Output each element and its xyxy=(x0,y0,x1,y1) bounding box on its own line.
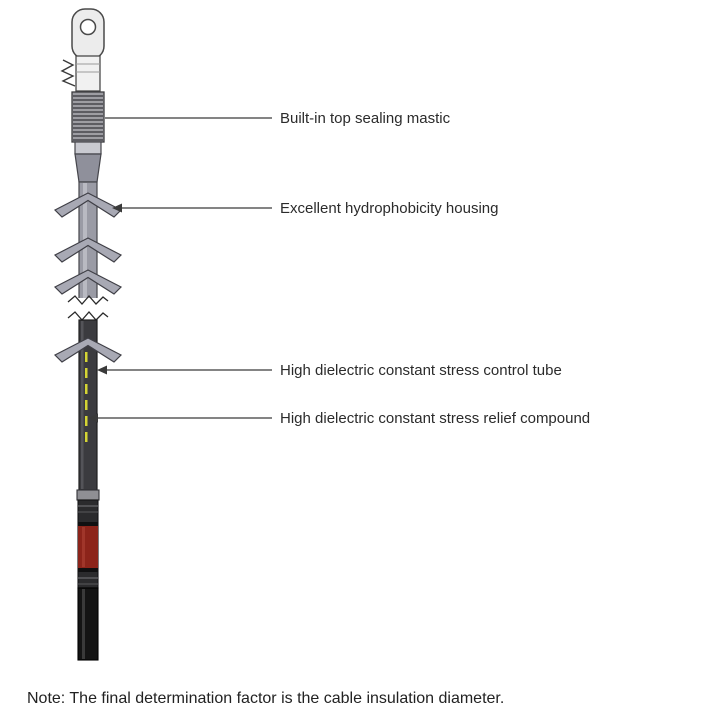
break-cut xyxy=(67,295,109,321)
labels: Built-in top sealing mastic Excellent hy… xyxy=(280,110,590,427)
label-hydrophobicity-housing: Excellent hydrophobicity housing xyxy=(280,200,498,217)
label-sealing-mastic: Built-in top sealing mastic xyxy=(280,110,451,127)
arrowhead-compound xyxy=(88,413,98,423)
terminal-lug xyxy=(71,8,105,92)
sealing-mastic-section xyxy=(71,91,105,143)
arrowhead-housing xyxy=(112,203,122,213)
leader-lines xyxy=(92,117,272,419)
tube-end-ring xyxy=(76,489,100,501)
housing-sheds xyxy=(53,192,123,295)
housing-shed-bottom xyxy=(53,337,123,363)
cable-layers xyxy=(77,499,99,589)
shed-3 xyxy=(53,269,123,295)
housing-neck xyxy=(74,141,102,183)
leader-arrowheads xyxy=(88,203,122,423)
semicon-red-band xyxy=(78,526,98,568)
stress-tube-yellow-marking xyxy=(85,352,88,442)
shed-1 xyxy=(53,192,123,218)
note-text: Note: The final determination factor is … xyxy=(27,690,504,707)
mastic-ridges xyxy=(73,95,103,141)
crimp-barrel xyxy=(75,55,101,92)
label-stress-relief-compound: High dielectric constant stress relief c… xyxy=(280,410,590,427)
spring-wire xyxy=(60,59,76,87)
cable-jacket xyxy=(77,587,99,661)
stress-control-tube xyxy=(78,319,98,491)
arrowhead-stress-tube xyxy=(97,365,107,375)
label-stress-control-tube: High dielectric constant stress control … xyxy=(280,362,562,379)
shed-2 xyxy=(53,237,123,263)
shed-4 xyxy=(53,337,123,363)
lug-hole xyxy=(79,18,97,36)
